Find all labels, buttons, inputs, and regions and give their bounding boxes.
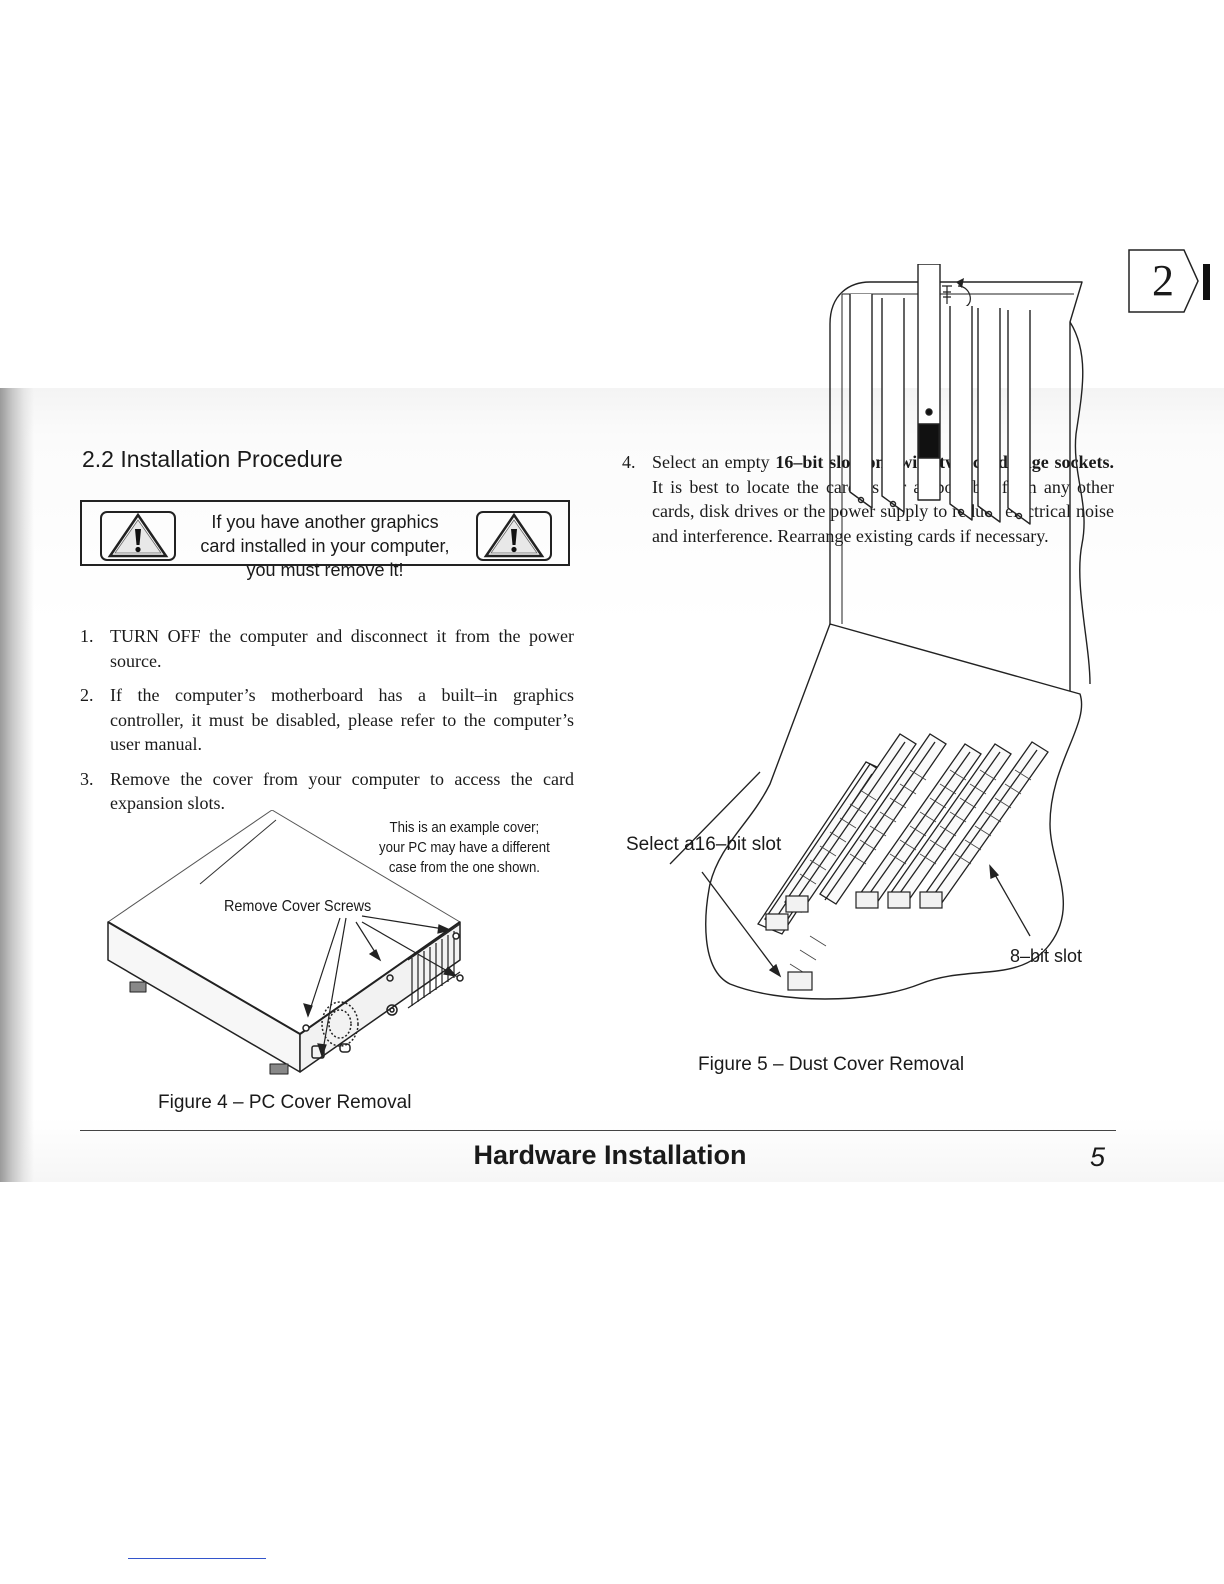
warning-line: If you have another graphics (211, 512, 439, 532)
pc-cover-illustration (107, 810, 464, 1075)
step-text: If the computer’s motherboard has a buil… (110, 685, 574, 754)
footer-divider (80, 1130, 1116, 1131)
step-text: Remove the cover from your computer to a… (110, 768, 574, 814)
step-number: 3. (80, 768, 94, 789)
step-item: 3. Remove the cover from your computer t… (80, 767, 574, 816)
chapter-number: 2 (1152, 256, 1174, 305)
warning-line: you must remove it! (246, 560, 404, 580)
page-number: 5 (1090, 1142, 1106, 1172)
installation-steps: 1. TURN OFF the computer and disconnect … (80, 624, 574, 826)
step-text-intro: Select an empty (652, 452, 776, 472)
step-number: 1. (80, 626, 94, 646)
step-number: 2. (80, 685, 94, 705)
remove-screws-label: Remove Cover Screws (224, 898, 372, 915)
warning-triangle-icon (100, 511, 176, 561)
warning-line: card installed in your computer, (200, 536, 450, 556)
step-item: 1. TURN OFF the computer and disconnect … (80, 624, 574, 673)
section-heading: 2.2 Installation Procedure (82, 446, 343, 472)
note-line: your PC may have a different (379, 839, 550, 856)
select-16bit-slot-label: Select a16–bit slot (626, 834, 782, 855)
step-number: 4. (622, 452, 636, 472)
note-line: This is an example cover; (389, 819, 540, 836)
step-item: 2. If the computer’s motherboard has a b… (80, 683, 574, 757)
note-line: case from the one shown. (388, 859, 540, 876)
scan-shadow-edge (0, 388, 34, 1182)
chapter-tab (1128, 249, 1210, 313)
warning-box: If you have another graphics card instal… (80, 500, 570, 580)
8bit-slot-label: 8–bit slot (1010, 946, 1083, 966)
figure-5-caption: Figure 5 – Dust Cover Removal (698, 1054, 965, 1075)
footer-title: Hardware Installation (473, 1140, 747, 1170)
expansion-slot-illustration (669, 264, 1091, 1000)
cover-example-note: This is an example cover; your PC may ha… (372, 818, 557, 878)
figure-4-caption: Figure 4 – PC Cover Removal (158, 1092, 412, 1113)
warning-text: If you have another graphics card instal… (182, 510, 468, 582)
warning-triangle-icon (476, 511, 552, 561)
step-text: TURN OFF the computer and disconnect it … (110, 626, 574, 671)
link-underline (128, 1558, 266, 1559)
